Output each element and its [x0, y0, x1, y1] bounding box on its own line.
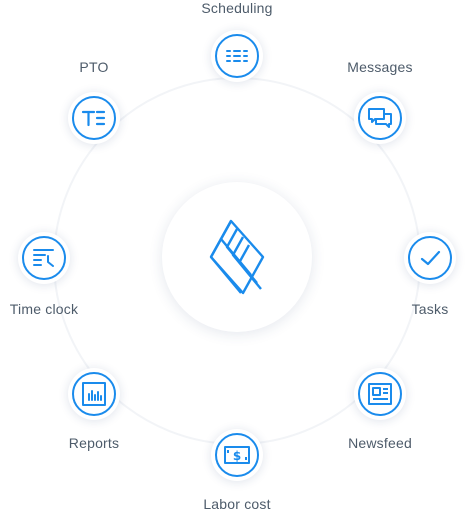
newspaper-icon — [368, 383, 392, 405]
chat-bubbles-icon — [368, 108, 392, 128]
feature-label: Newsfeed — [348, 435, 412, 451]
time-clock-button[interactable] — [18, 232, 70, 284]
labor-cost-button[interactable]: $ — [211, 429, 263, 481]
messages-button[interactable] — [354, 92, 406, 144]
feature-label: PTO — [79, 59, 109, 75]
feature-label: Time clock — [9, 301, 79, 317]
scheduling-grid-icon — [226, 50, 248, 62]
center-logo-badge — [162, 182, 312, 332]
newsfeed-button[interactable] — [354, 368, 406, 420]
feature-label: Reports — [68, 435, 120, 451]
feature-label: Labor cost — [203, 496, 271, 512]
feature-label: Scheduling — [201, 0, 273, 16]
feature-label: Tasks — [411, 301, 449, 317]
reports-button[interactable] — [68, 368, 120, 420]
scheduling-button[interactable] — [211, 30, 263, 82]
feature-labor-cost[interactable]: $ Labor cost — [203, 429, 270, 512]
pto-button[interactable] — [68, 92, 120, 144]
feature-scheduling[interactable]: Scheduling — [201, 0, 272, 82]
feature-messages[interactable]: Messages — [347, 59, 413, 144]
tasks-button[interactable] — [404, 232, 456, 284]
feature-pto[interactable]: PTO — [68, 59, 120, 144]
time-clock-icon — [33, 249, 54, 267]
feature-tasks[interactable]: Tasks — [404, 232, 456, 317]
feature-time-clock[interactable]: Time clock — [10, 232, 78, 317]
pto-icon — [81, 110, 106, 127]
checkmark-icon — [420, 250, 441, 266]
bar-chart-icon — [82, 382, 106, 406]
dollar-bill-icon: $ — [224, 446, 250, 464]
feature-newsfeed[interactable]: Newsfeed — [348, 368, 412, 451]
feature-label: Messages — [347, 59, 413, 75]
feature-reports[interactable]: Reports — [68, 368, 120, 451]
svg-text:$: $ — [233, 449, 241, 463]
cube-logo-icon — [209, 219, 265, 295]
